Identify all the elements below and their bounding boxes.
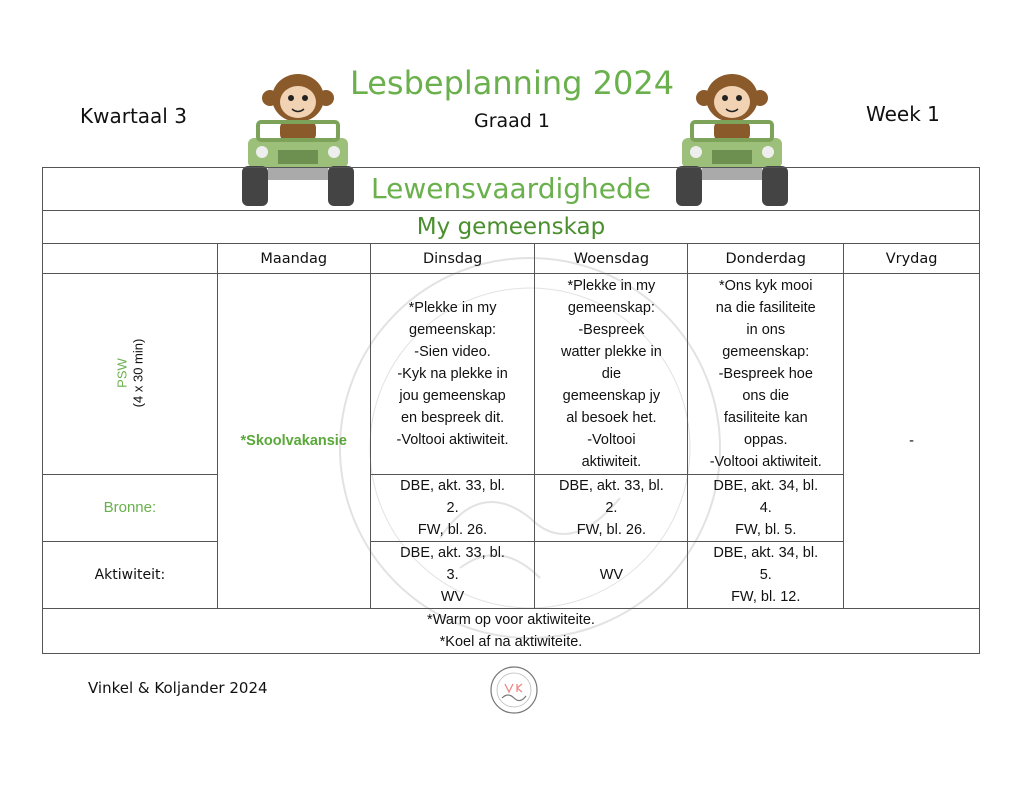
text-line: fasiliteite kan (723, 410, 808, 426)
text-line: FW, bl. 26. (576, 522, 647, 538)
text-line: aktiwiteit. (581, 454, 642, 470)
bronne-thursday-cell: DBE, akt. 34, bl. 4. FW, bl. 5. (687, 474, 845, 542)
text-line: WV (440, 589, 465, 605)
text-line: -Bespreek (578, 322, 645, 338)
footer-credit: Vinkel & Koljander 2024 (88, 679, 268, 697)
text-line: ons die (742, 388, 790, 404)
psw-label: PSW (113, 357, 129, 388)
text-line: 2. (605, 500, 618, 516)
text-line: 3. (446, 567, 459, 583)
day-header-monday: Maandag (216, 243, 371, 274)
row-label-aktiwiteit: Aktiwiteit: (42, 541, 218, 609)
bronne-tuesday-cell: DBE, akt. 33, bl. 2. FW, bl. 26. (369, 474, 536, 542)
text-line: *Plekke in my (567, 278, 656, 294)
text-line: *Warm op voor aktiwiteite. (427, 612, 595, 628)
lesson-plan-table: Lewensvaardighede My gemeenskap Maandag … (42, 167, 980, 654)
text-line: -Kyk na plekke in (397, 366, 508, 382)
text-line: DBE, akt. 33, bl. (559, 478, 664, 494)
text-line: gemeenskap jy (562, 388, 661, 404)
text-line: DBE, akt. 33, bl. (400, 478, 505, 494)
text-line: 4. (759, 500, 772, 516)
text-line: -Voltooi aktiwiteit. (396, 432, 509, 448)
text-line: gemeenskap: (722, 344, 810, 360)
friday-cell: - (843, 273, 980, 609)
text-line: FW, bl. 26. (417, 522, 488, 538)
text-line: -Voltooi aktiwiteit. (709, 454, 822, 470)
day-header-friday: Vrydag (843, 243, 980, 274)
text-line: oppas. (743, 432, 788, 448)
psw-tuesday-cell: *Plekke in my gemeenskap: -Sien video. -Kyk… (369, 273, 536, 475)
psw-thursday-cell: *Ons kyk mooi na die fasiliteite in ons gem… (687, 273, 845, 475)
text-line: *Plekke in my (408, 300, 497, 316)
day-header-thursday: Donderdag (687, 243, 845, 274)
grade-label: Graad 1 (473, 110, 550, 132)
bronne-wednesday-cell: DBE, akt. 33, bl. 2. FW, bl. 26. (534, 474, 689, 542)
aktiwiteit-tuesday-cell: DBE, akt. 33, bl. 3. WV (369, 541, 536, 609)
psw-time-label: (4 x 30 min) (129, 338, 145, 407)
text-line: gemeenskap: (409, 322, 497, 338)
day-header-wednesday: Woensdag (534, 243, 689, 274)
text-line: WV (599, 567, 624, 583)
text-line: in ons (746, 322, 786, 338)
text-line: DBE, akt. 34, bl. (713, 545, 819, 561)
text-line: 2. (446, 500, 459, 516)
text-line: 5. (759, 567, 772, 583)
corner-cell (42, 243, 218, 274)
text-line: FW, bl. 12. (731, 589, 801, 605)
row-label-psw: PSW(4 x 30 min) (42, 273, 218, 475)
page-title: Lesbeplanning 2024 (349, 64, 675, 102)
psw-wednesday-cell: *Plekke in my gemeenskap: -Bespreek watter … (534, 273, 689, 475)
text-line: jou gemeenskap (399, 388, 506, 404)
text-line: -Bespreek hoe (718, 366, 813, 382)
text-line: en bespreek dit. (400, 410, 505, 426)
aktiwiteit-wednesday-cell: WV (534, 541, 689, 609)
row-label-bronne: Bronne: (42, 474, 218, 542)
week-label: Week 1 (866, 102, 940, 126)
text-line: *Ons kyk mooi (718, 278, 813, 294)
aktiwiteit-thursday-cell: DBE, akt. 34, bl. 5. FW, bl. 12. (687, 541, 845, 609)
text-line: FW, bl. 5. (735, 522, 797, 538)
text-line: al besoek het. (566, 410, 657, 426)
vk-logo-icon (490, 666, 538, 714)
term-label: Kwartaal 3 (80, 104, 187, 128)
notes-cell: *Warm op voor aktiwiteite. *Koel af na ak… (42, 608, 980, 654)
text-line: DBE, akt. 34, bl. (713, 478, 819, 494)
topic-heading: My gemeenskap (42, 210, 980, 244)
text-line: DBE, akt. 33, bl. (400, 545, 505, 561)
text-line: *Koel af na aktiwiteite. (439, 634, 583, 650)
text-line: -Voltooi (587, 432, 636, 448)
day-header-tuesday: Dinsdag (369, 243, 536, 274)
text-line: gemeenskap: (567, 300, 655, 316)
text-line: watter plekke in (561, 344, 662, 360)
text-line: na die fasiliteite (715, 300, 816, 316)
monday-holiday-cell: *Skoolvakansie (216, 273, 371, 609)
text-line: die (601, 366, 622, 382)
subject-heading: Lewensvaardighede (42, 167, 980, 211)
text-line: -Sien video. (414, 344, 491, 360)
